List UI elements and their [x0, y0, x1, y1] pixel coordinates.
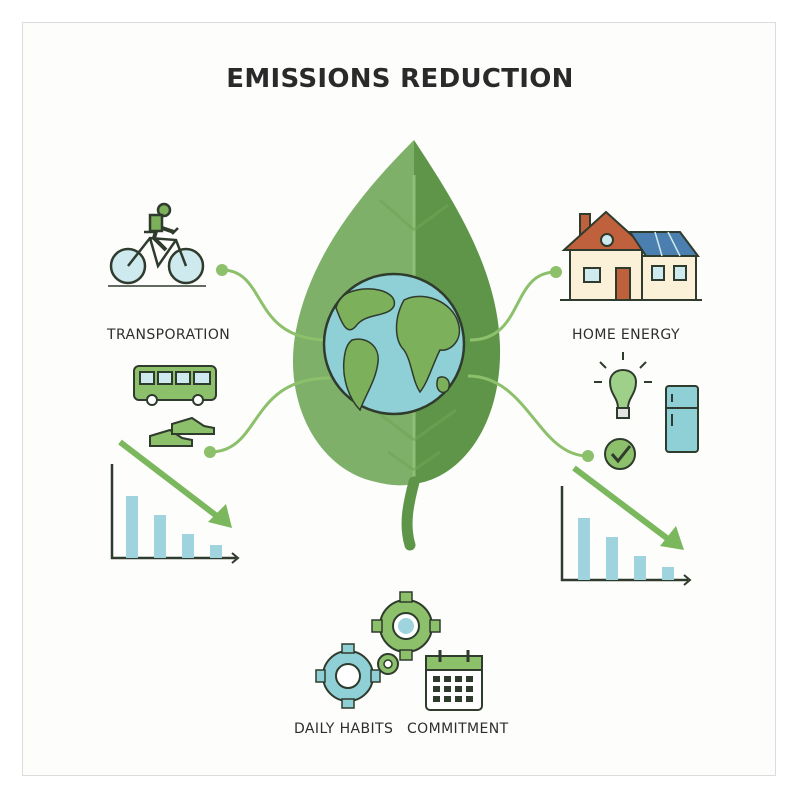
connector-home-bottom [467, 374, 589, 458]
gears-icon [315, 591, 441, 709]
declining-bar-chart-icon-right [560, 465, 692, 586]
bus-icon [133, 365, 217, 406]
shoes-icon [149, 416, 215, 447]
connector-lines [209, 268, 589, 458]
label-daily-habits: DAILY HABITS [294, 721, 394, 737]
bicycle-rider-icon [108, 202, 206, 287]
lightbulb-icon [594, 352, 652, 419]
label-home-energy: HOME ENERGY [572, 327, 680, 343]
globe-icon [322, 272, 466, 416]
connector-home-top [469, 270, 557, 342]
connector-transportation-top [221, 268, 329, 342]
refrigerator-icon [665, 385, 699, 453]
connector-dots [204, 264, 594, 462]
house-solar-icon [560, 210, 702, 301]
label-commitment: COMMITMENT [407, 721, 509, 737]
declining-bar-chart-icon-left [110, 439, 240, 564]
checkmark-icon [604, 438, 636, 470]
connector-transportation-bottom [209, 376, 331, 454]
diagram-title: EMISSIONS REDUCTION [226, 64, 574, 94]
label-transportation: TRANSPORATION [107, 327, 231, 343]
calendar-icon [425, 650, 483, 711]
